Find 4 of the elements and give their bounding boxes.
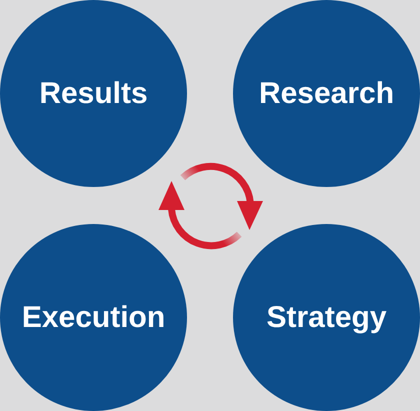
node-label: Results xyxy=(39,77,148,110)
node-label: Strategy xyxy=(266,301,387,334)
node-label: Execution xyxy=(22,301,166,334)
node-label: Research xyxy=(258,77,394,110)
